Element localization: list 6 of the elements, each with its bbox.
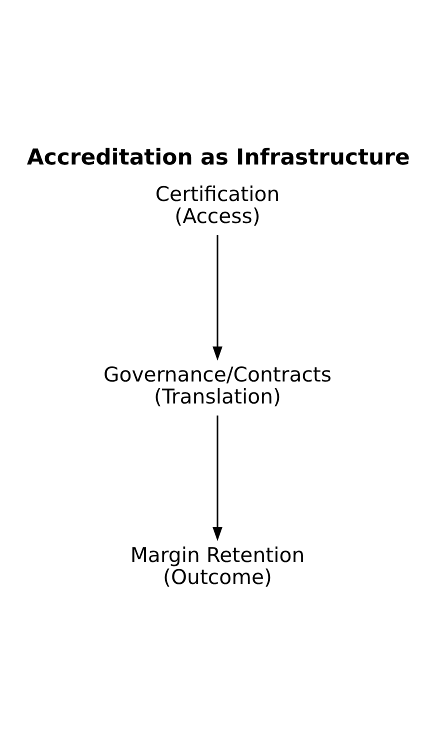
arrow (212, 416, 222, 542)
node-text: Governance/Contracts (Translation) (103, 362, 332, 408)
node-text: Certification (Access) (155, 182, 280, 228)
arrow (212, 235, 222, 361)
node-text: Margin Retention (Outcome) (130, 542, 305, 589)
diagram-title: Accreditation as Infrastructure (26, 146, 410, 171)
